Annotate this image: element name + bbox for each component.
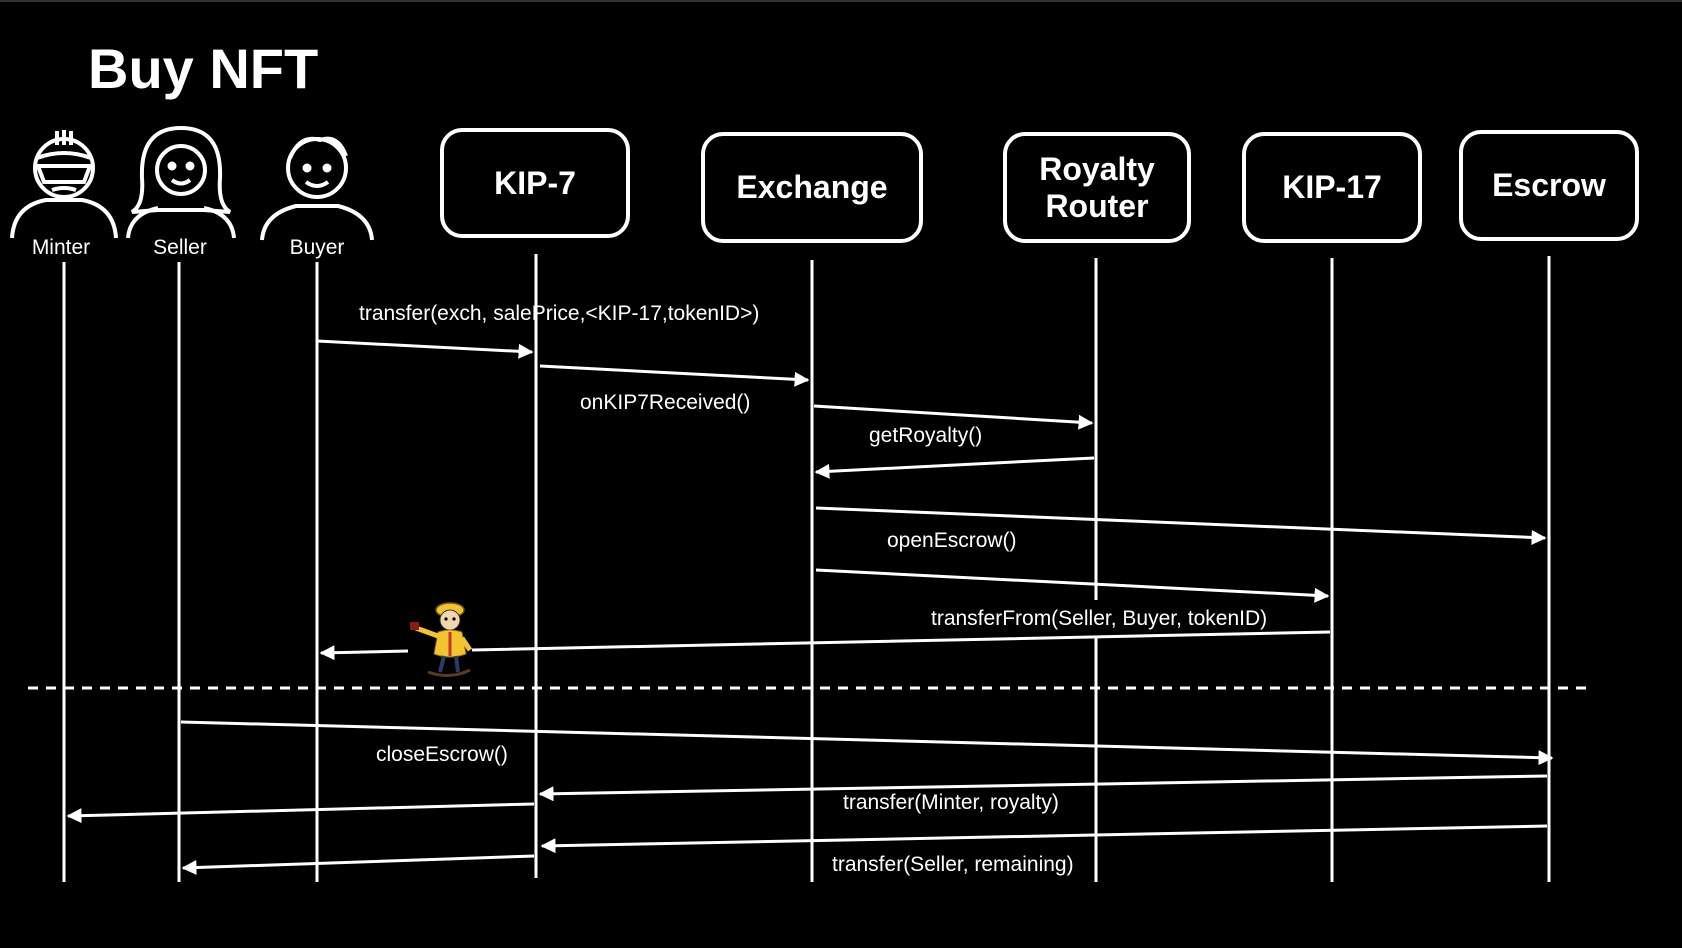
- arrow-escrow-to-kip7-royalty: [538, 774, 1548, 802]
- participant-kip17-box: KIP-17: [1242, 132, 1422, 243]
- message-openescrow-label: openEscrow(): [887, 529, 1017, 552]
- arrow-kip7-to-minter: [66, 802, 535, 824]
- arrow-kip7-to-exchange: [539, 364, 810, 387]
- message-transfer-label: transfer(exch, salePrice,<KIP-17,tokenID…: [359, 302, 760, 325]
- message-onkip7received-label: onKIP7Received(): [580, 391, 751, 414]
- man-icon: [260, 136, 374, 241]
- arrow-exchange-to-escrow: [815, 506, 1547, 545]
- participant-exchange-box: Exchange: [701, 132, 923, 243]
- participant-escrow-box: Escrow: [1459, 130, 1639, 241]
- actor-buyer-label: Buyer: [289, 236, 345, 259]
- actor-minter-label: Minter: [31, 236, 91, 259]
- arrow-buyer-to-kip7: [316, 339, 534, 359]
- lifelines: [62, 254, 1551, 882]
- arrow-kip7-to-seller: [181, 854, 535, 876]
- arrow-kip17-to-buyer: [321, 630, 1331, 653]
- message-getroyalty-label: getRoyalty(): [869, 424, 983, 447]
- actor-seller-label: Seller: [153, 236, 207, 259]
- woman-icon: [126, 125, 236, 239]
- masked-person-icon: [10, 130, 118, 239]
- participant-royalty-router-box: Royalty Router: [1003, 132, 1191, 243]
- arrow-royalty-to-exchange: [814, 456, 1095, 479]
- message-transferfrom-label: transferFrom(Seller, Buyer, tokenID): [931, 607, 1268, 630]
- diagram-title: Buy NFT: [88, 37, 319, 100]
- arrow-exchange-to-kip17: [815, 568, 1330, 603]
- arrow-escrow-to-kip7-remaining: [540, 824, 1548, 854]
- message-closeescrow-label: closeEscrow(): [376, 743, 508, 766]
- message-transfer-minter-label: transfer(Minter, royalty): [843, 791, 1059, 814]
- arrow-seller-to-escrow: [180, 720, 1554, 766]
- skateboard-character-icon: [410, 602, 473, 677]
- message-transfer-seller-label: transfer(Seller, remaining): [832, 853, 1074, 876]
- arrow-exchange-to-royalty: [813, 404, 1094, 430]
- participant-kip7-box: KIP-7: [440, 128, 630, 238]
